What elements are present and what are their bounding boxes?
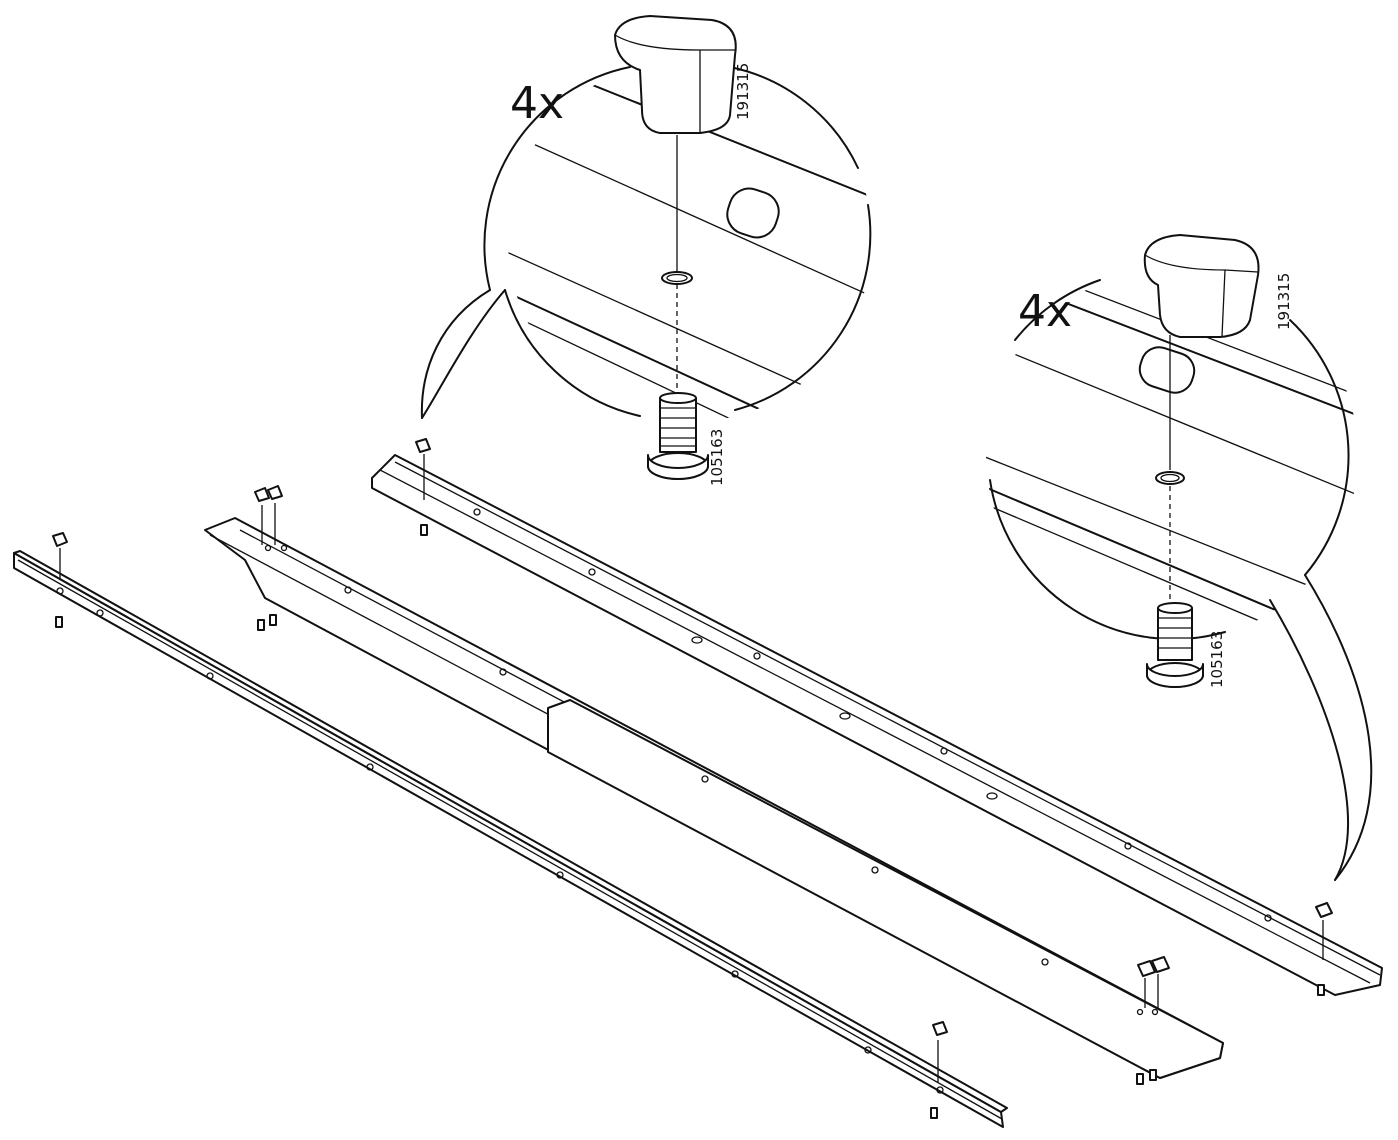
leveling-screw-part-105163	[1146, 602, 1204, 688]
detail-callout-right: 4x 191315 105163	[986, 234, 1373, 881]
quantity-label: 4x	[510, 78, 564, 129]
screw-part-number: 105163	[1208, 631, 1226, 688]
cap-part-number: 191315	[1275, 273, 1293, 330]
cap-part-number: 191315	[734, 63, 752, 120]
small-caps-and-screws	[52, 438, 1333, 1119]
end-cap-part-191315	[614, 15, 737, 134]
rail-middle	[204, 517, 1224, 1079]
rail-front	[13, 550, 1008, 1128]
detail-callout-left: 4x 191315 105163	[420, 15, 872, 486]
quantity-label: 4x	[1018, 286, 1072, 337]
leveling-screw-part-105163	[647, 392, 709, 480]
screw-part-number: 105163	[708, 429, 726, 486]
end-cap-part-191315	[1143, 234, 1260, 338]
rail-back	[371, 454, 1383, 996]
